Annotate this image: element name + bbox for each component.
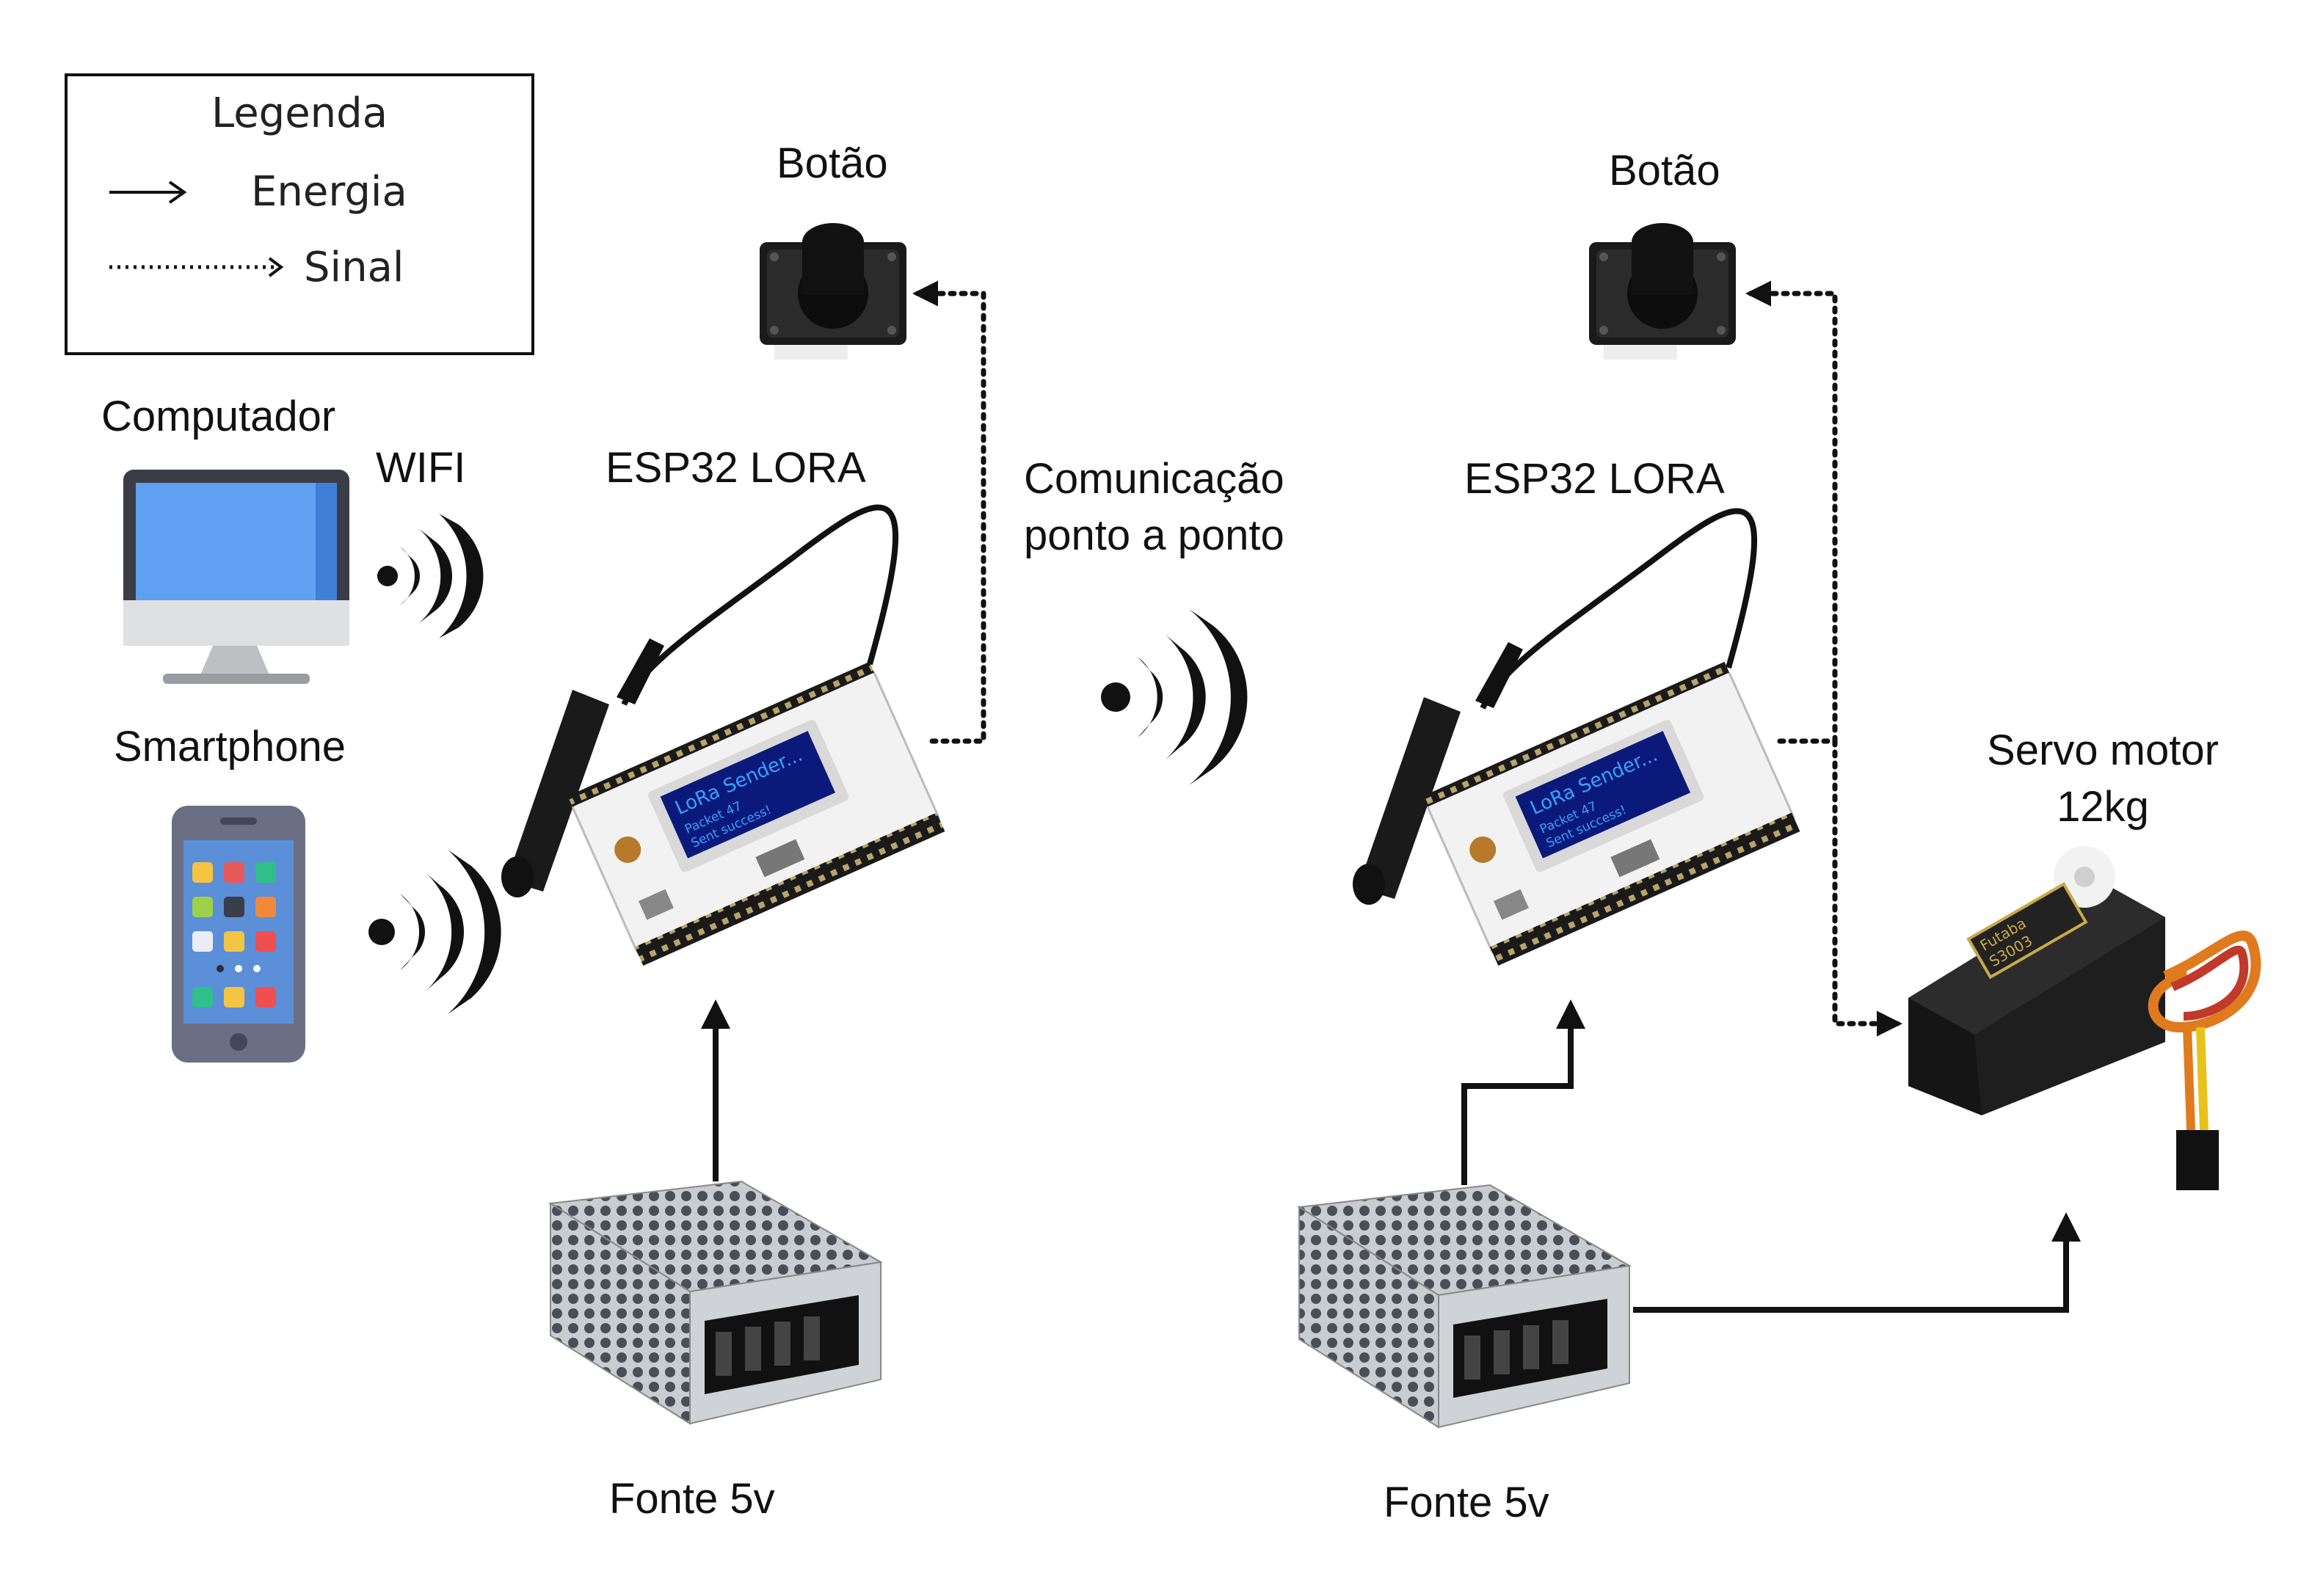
servo-label-line2: 12kg <box>2057 783 2149 831</box>
computer-label: Computador <box>101 393 336 440</box>
esp32-left-label: ESP32 LORA <box>606 444 866 492</box>
computer-icon <box>123 470 349 684</box>
signal-arrow <box>1745 280 1838 744</box>
psu-right-label: Fonte 5v <box>1384 1479 1549 1526</box>
wifi-label: WIFI <box>376 444 466 492</box>
smartphone-icon <box>172 806 305 1063</box>
smartphone-label: Smartphone <box>114 723 346 770</box>
comm-label-line2: ponto a ponto <box>1024 511 1284 559</box>
energy-arrow <box>1461 999 1585 1185</box>
psu-left-label: Fonte 5v <box>609 1475 775 1523</box>
servo-label-line1: Servo motor <box>1987 726 2219 774</box>
esp32-right-label: ESP32 LORA <box>1464 455 1725 503</box>
esp32-lora-board-icon: LoRa Sender... Packet 47 Sent success! <box>1353 508 1800 966</box>
wifi-signal-icon <box>377 514 484 638</box>
comm-label-line1: Comunicação <box>1024 455 1284 503</box>
power-supply-icon <box>548 1180 883 1425</box>
button-left-label: Botão <box>777 139 888 187</box>
servo-motor-icon: Futaba S3003 <box>1908 846 2261 1190</box>
esp32-lora-board-icon: LoRa Sender... Packet 47 Sent success! <box>501 504 945 966</box>
energy-arrow-sample <box>109 181 187 204</box>
button-right-label: Botão <box>1609 147 1720 194</box>
lora-signal-icon <box>1101 609 1248 785</box>
push-button-icon <box>760 223 906 360</box>
energy-arrow <box>1633 1212 2081 1313</box>
wifi-signal-icon <box>368 850 501 1014</box>
signal-arrow <box>1832 738 1902 1037</box>
signal-arrow-sample <box>109 257 284 277</box>
legend-title: Legenda <box>211 90 388 137</box>
legend-signal-label: Sinal <box>304 244 404 291</box>
legend-energy-label: Energia <box>251 168 407 216</box>
power-supply-icon <box>1297 1184 1632 1429</box>
legend-box: Legenda Energia Sinal <box>65 73 534 355</box>
signal-arrow <box>912 280 986 744</box>
push-button-icon <box>1589 223 1736 360</box>
